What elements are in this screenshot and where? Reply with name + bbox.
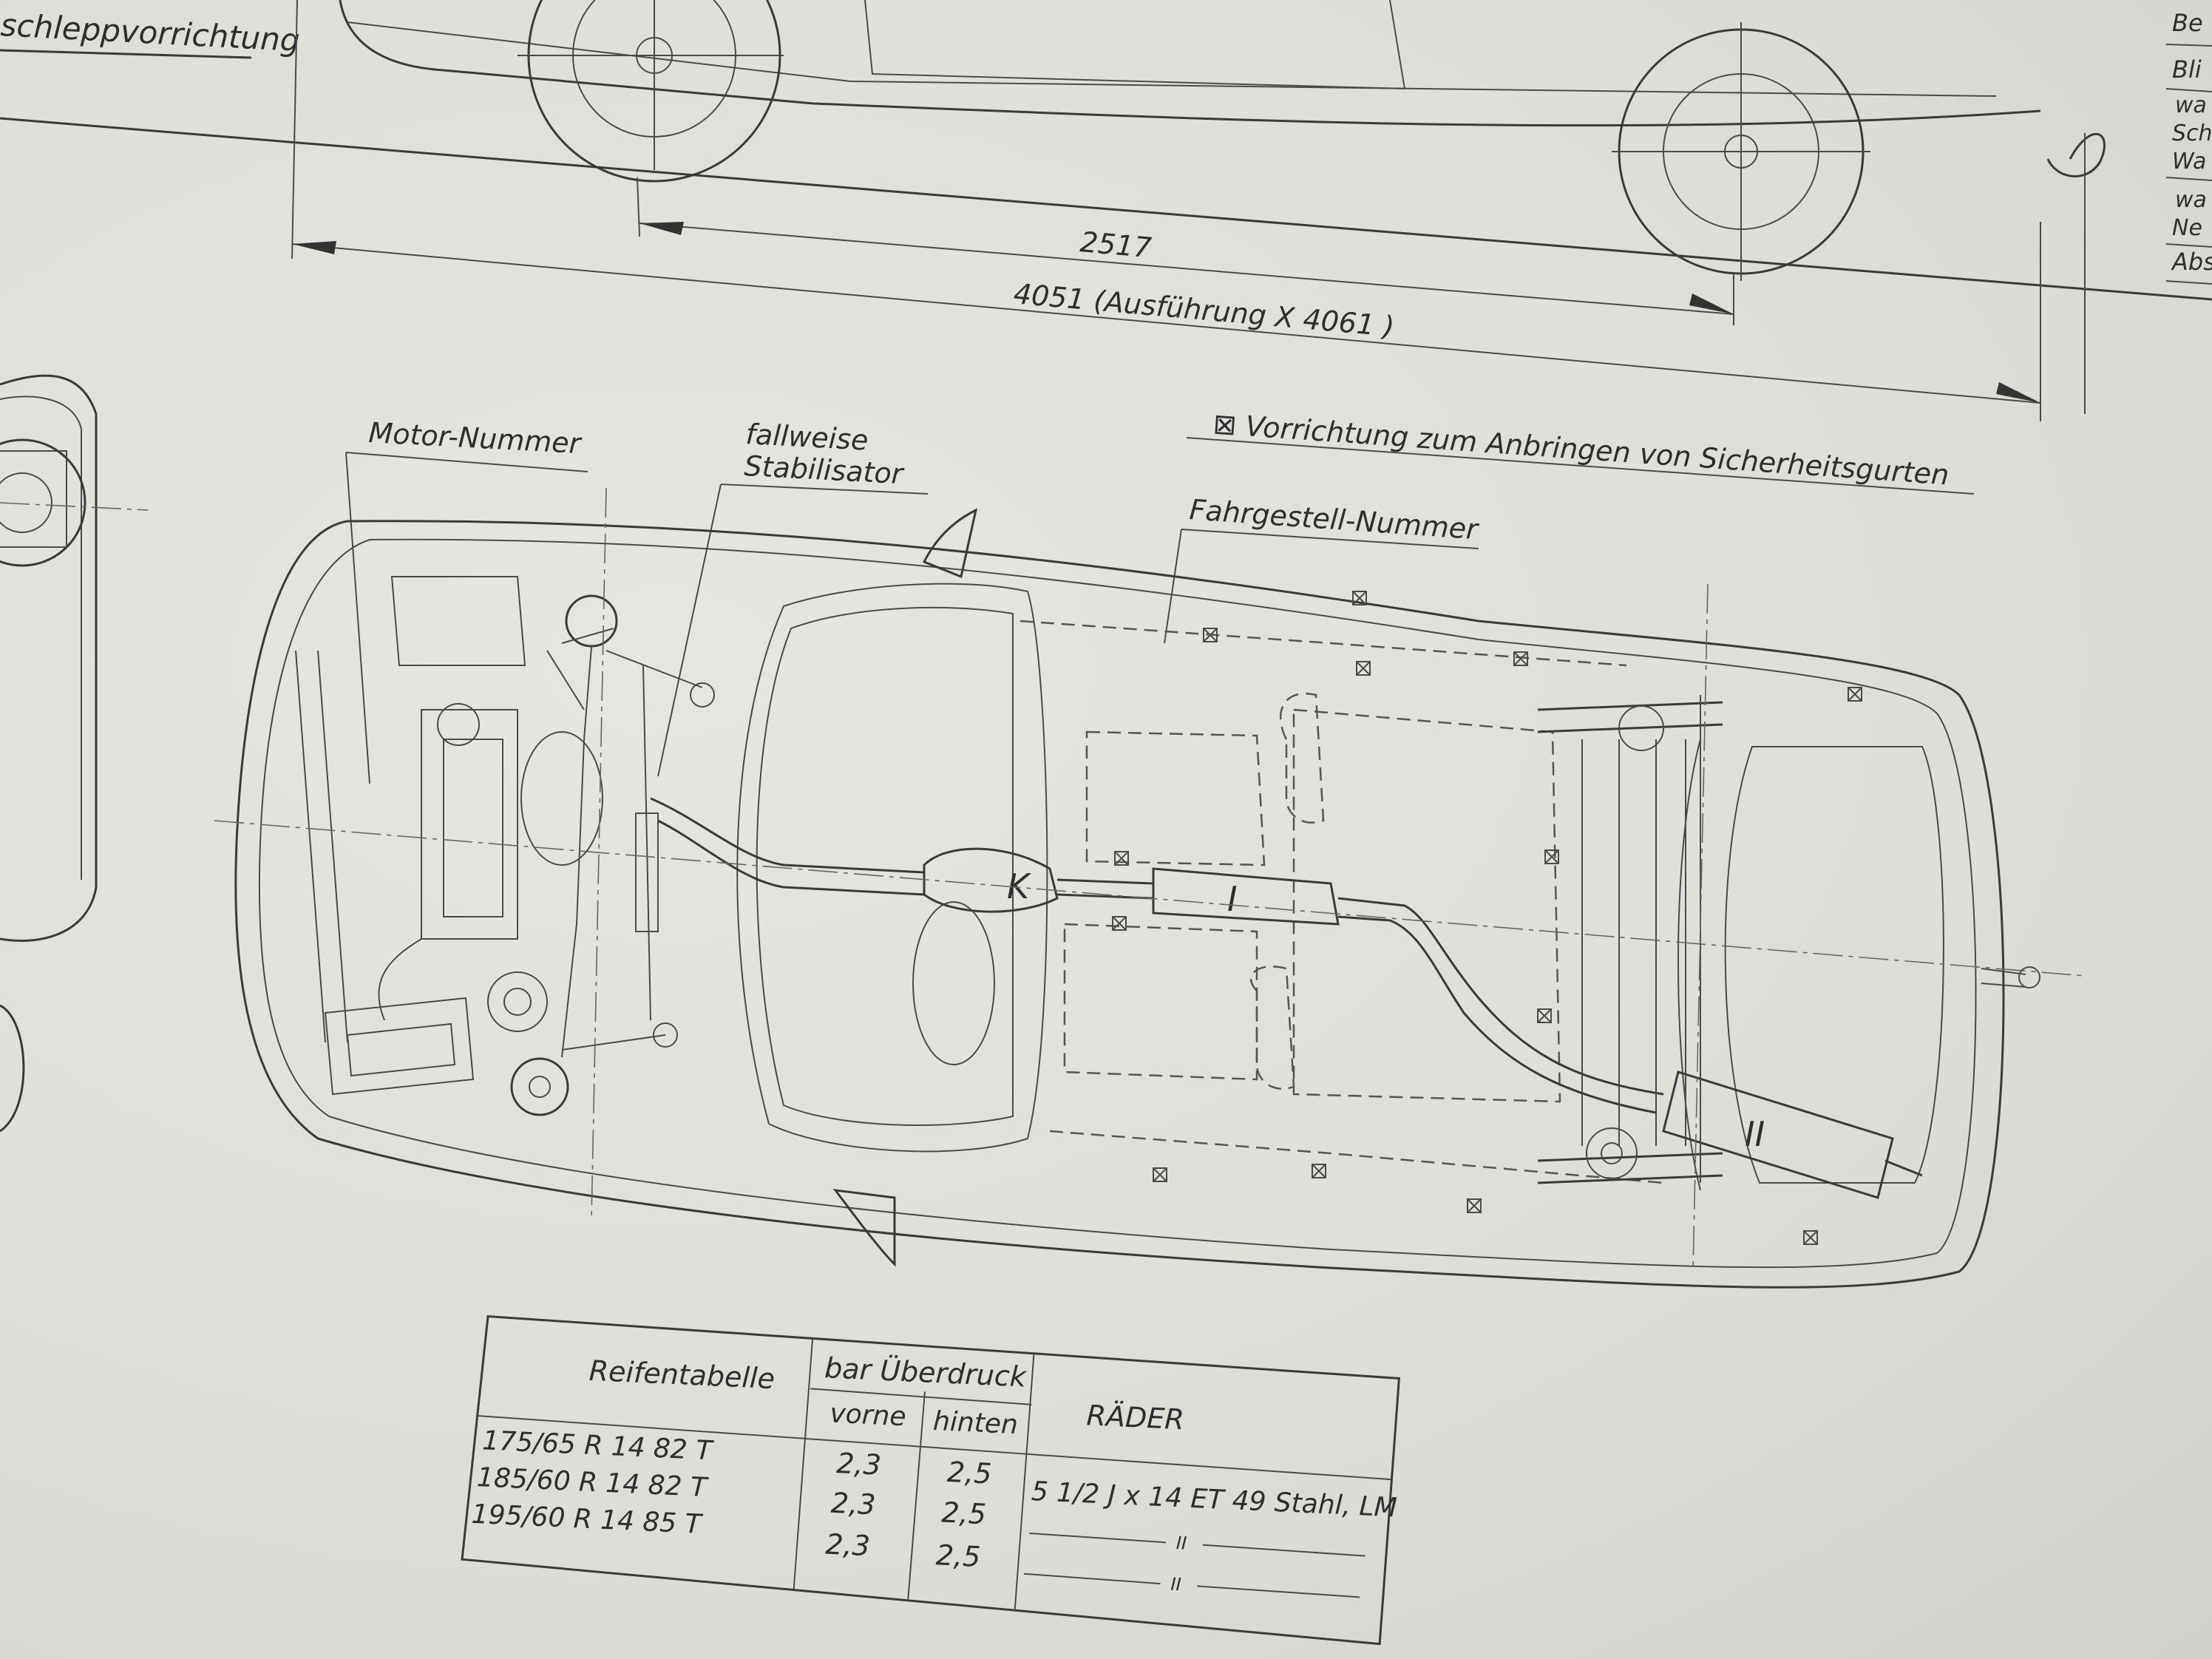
tire-table-row: 195/60 R 14 85 T 2,3 2,5 xyxy=(471,1499,981,1573)
longitudinal-centerline xyxy=(214,820,2086,977)
overall-length-dimension: 4051 (Ausführung X 4061 ) xyxy=(1012,277,1396,343)
front-suspension xyxy=(510,594,715,1116)
tire-table-border xyxy=(461,1314,1401,1646)
rail-2 xyxy=(1250,966,1295,1090)
tire-table-header-rear: hinten xyxy=(932,1406,1018,1440)
engine-number-label: Motor-Nummer xyxy=(368,416,583,460)
seatbelt-underline xyxy=(1186,437,1975,495)
tow-label-underline xyxy=(0,49,252,59)
front-axle-centerline xyxy=(591,487,607,1221)
tire-table-header-pressure: bar Überdruck xyxy=(824,1351,1028,1393)
dimension-extension-lines xyxy=(291,0,2086,421)
rear-window xyxy=(1724,746,1944,1184)
svg-text:Wa: Wa xyxy=(2172,149,2206,174)
svg-text:wa: wa xyxy=(2175,92,2207,118)
front-seat-left xyxy=(1085,730,1266,866)
side-view: schleppvorrichtung 2517 4051 (A xyxy=(0,0,2212,421)
car-body-inner xyxy=(258,538,1977,1269)
chassis-number-label: Fahrgestell-Nummer xyxy=(1188,493,1480,546)
wheelbase-dimension: 2517 xyxy=(1079,225,1153,264)
ground-line xyxy=(0,117,2212,301)
stabilizer-label-line2: Stabilisator xyxy=(744,449,906,490)
chassis-number-underline xyxy=(1181,529,1479,549)
rear-muffler xyxy=(1662,1071,1894,1199)
wheel-spec-dash-2 xyxy=(1023,1573,1360,1598)
tire-table-header-tires: Reifentabelle xyxy=(588,1354,776,1395)
side-door-line xyxy=(864,0,1406,90)
tire-table-header-front: vorne xyxy=(830,1399,907,1433)
rear-muffler-marker: II xyxy=(1745,1114,1765,1154)
svg-text:185/60 R 14 82 T: 185/60 R 14 82 T xyxy=(476,1462,710,1503)
svg-text:2,3: 2,3 xyxy=(824,1528,870,1563)
engine-number-leader xyxy=(345,452,370,784)
svg-text:Sch: Sch xyxy=(2172,121,2212,146)
mirror-top xyxy=(922,508,978,579)
tire-table-sub-rule xyxy=(810,1388,1032,1405)
rail-1 xyxy=(1279,692,1325,824)
wheelbase-dimension-line xyxy=(639,223,1734,315)
engine-number-underline xyxy=(345,452,588,472)
stabilizer-underline xyxy=(720,484,929,495)
windshield-inner xyxy=(756,606,1014,1126)
seatbelt-anchor-markers xyxy=(1112,591,1862,1245)
stabilizer-label-line1: fallweise xyxy=(745,418,869,457)
mirror-bottom xyxy=(832,1189,896,1267)
catalytic-converter xyxy=(923,847,1059,913)
car-body-outline xyxy=(234,520,2005,1289)
svg-text:wa: wa xyxy=(2175,187,2207,213)
seatbelt-mount-label: ⊠ Vorrichtung zum Anbringen von Sicherhe… xyxy=(1212,407,1950,491)
right-edge-legend: Be Bli wa Sch Wa wa Ne Abs xyxy=(2165,9,2212,285)
svg-text:Be: Be xyxy=(2172,9,2203,37)
wheel-spec: 5 1/2 J x 14 ET 49 Stahl, LM xyxy=(1031,1476,1397,1523)
sill-line-bottom xyxy=(1049,1130,1664,1184)
engine-bay xyxy=(295,576,603,1096)
tire-table-col-3 xyxy=(1014,1354,1035,1611)
length-dimension-line xyxy=(291,243,2041,404)
side-body-line xyxy=(339,0,2041,127)
side-rear-wheel xyxy=(1612,22,1870,281)
stabilizer-leader xyxy=(657,484,722,777)
wheel-spec-dash-1 xyxy=(1029,1532,1365,1557)
wheel-mark-2: II xyxy=(1170,1574,1181,1595)
svg-text:Bli: Bli xyxy=(2172,55,2202,84)
svg-text:2,5: 2,5 xyxy=(941,1496,987,1531)
svg-text:Ne: Ne xyxy=(2172,215,2202,241)
tire-table-header-wheels: RÄDER xyxy=(1086,1399,1185,1436)
side-body-line-2 xyxy=(347,21,1997,97)
rear-window-edge xyxy=(1677,739,1701,1191)
tire-table-header-rule xyxy=(475,1414,1391,1481)
tire-table: Reifentabelle bar Überdruck vorne hinten… xyxy=(461,1314,1401,1646)
svg-text:Abs: Abs xyxy=(2171,248,2212,276)
wheel-mark-1: II xyxy=(1175,1533,1187,1554)
svg-text:2,3: 2,3 xyxy=(830,1487,876,1521)
svg-text:2,5: 2,5 xyxy=(946,1456,992,1490)
svg-text:175/65 R 14 82 T: 175/65 R 14 82 T xyxy=(481,1425,715,1466)
side-tow-hook xyxy=(2046,132,2106,177)
svg-text:2,5: 2,5 xyxy=(935,1538,981,1573)
tow-point-marker xyxy=(2018,966,2040,988)
front-seat-right xyxy=(1063,923,1258,1081)
center-muffler xyxy=(1152,867,1340,926)
windshield-frame xyxy=(736,583,1048,1153)
svg-text:2,3: 2,3 xyxy=(835,1447,881,1482)
svg-text:195/60 R 14 85 T: 195/60 R 14 85 T xyxy=(471,1499,705,1540)
spare-wheel-well xyxy=(912,901,995,1065)
exhaust-system: K I II xyxy=(650,797,1923,1199)
side-front-wheel xyxy=(518,0,784,183)
center-muffler-marker: I xyxy=(1227,879,1238,919)
rear-bench xyxy=(1292,708,1561,1103)
tire-table-col-2 xyxy=(907,1391,926,1601)
top-view: Motor-Nummer fallweise Stabilisator ⊠ Vo… xyxy=(214,407,2086,1289)
left-partial-view xyxy=(0,374,149,1133)
tire-table-col-1 xyxy=(793,1338,814,1590)
chassis-number-leader xyxy=(1164,529,1182,644)
rear-axle xyxy=(1537,695,1723,1184)
rear-axle-centerline xyxy=(1692,583,1709,1272)
tow-bar xyxy=(1981,968,2026,988)
